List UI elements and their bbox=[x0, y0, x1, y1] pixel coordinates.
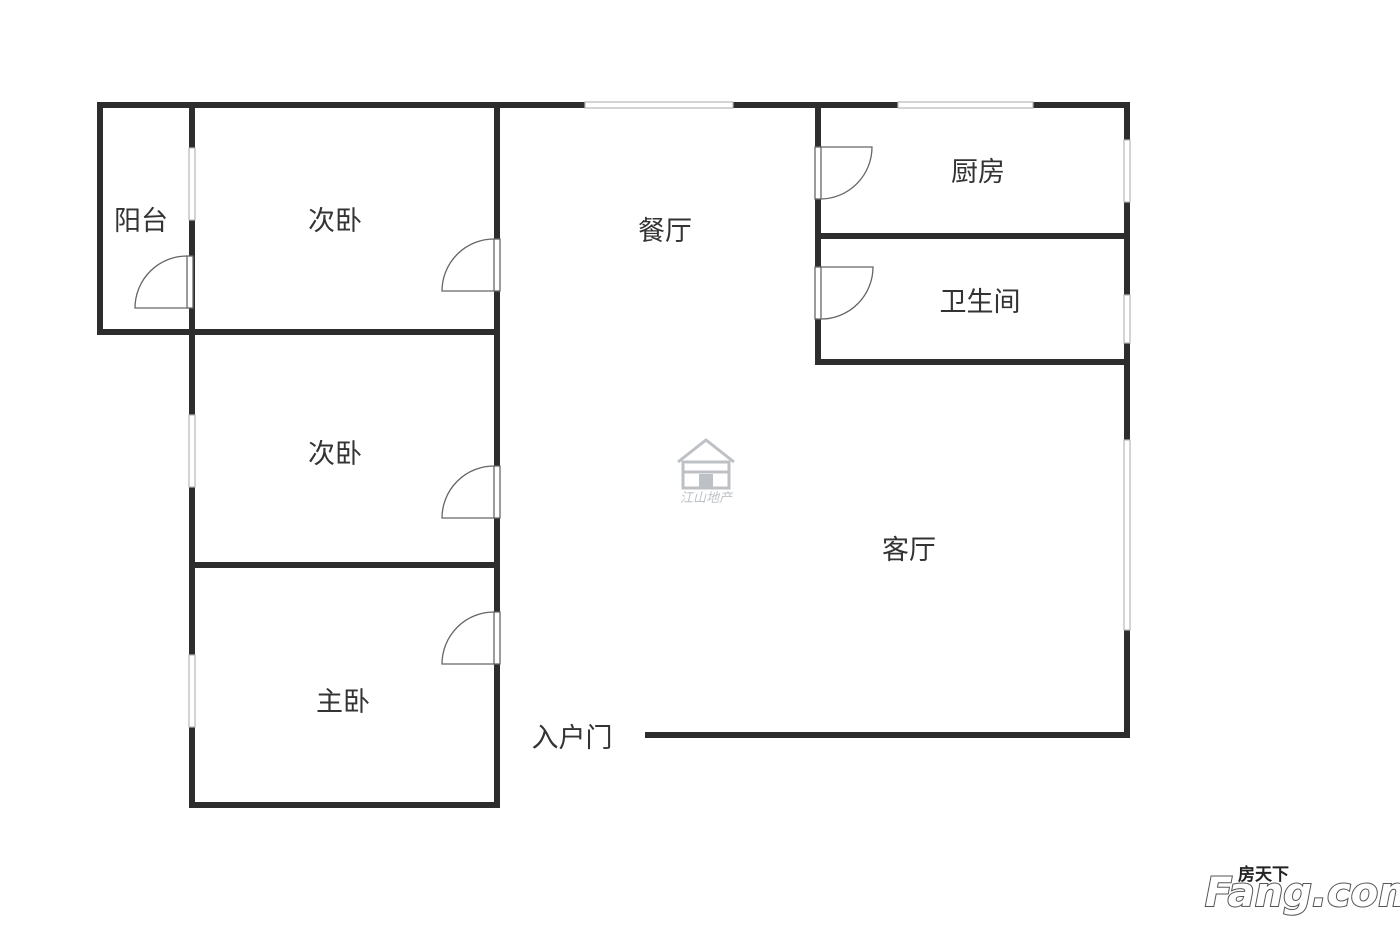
window-living-right bbox=[1123, 439, 1131, 631]
door-bedroom-top bbox=[441, 238, 501, 292]
watermark-agency-text: 江山地产 bbox=[680, 491, 734, 506]
brand-watermark: 房天下 Fang.com bbox=[1204, 864, 1400, 917]
room-label-bathroom: 卫生间 bbox=[940, 287, 1021, 318]
door-bathroom bbox=[814, 266, 874, 320]
brand-watermark-logo: Fang.com bbox=[1205, 870, 1400, 916]
door-kitchen bbox=[814, 146, 873, 200]
room-label-master-bedroom: 主卧 bbox=[316, 687, 370, 718]
windows bbox=[188, 101, 1131, 728]
door-balcony bbox=[134, 255, 194, 309]
walls bbox=[97, 102, 1130, 808]
room-label-bedroom-top: 次卧 bbox=[308, 206, 362, 237]
house-logo-icon bbox=[677, 438, 735, 490]
window-kitchen-top bbox=[897, 101, 1034, 109]
room-label-living: 客厅 bbox=[882, 535, 936, 566]
doors bbox=[134, 146, 874, 665]
window-bath-right bbox=[1123, 294, 1131, 344]
door-bedroom-middle bbox=[441, 465, 501, 519]
door-master bbox=[441, 611, 501, 665]
brand-watermark-small: 房天下 bbox=[1238, 864, 1289, 885]
room-label-balcony: 阳台 bbox=[114, 206, 168, 237]
agency-watermark: 江山地产 bbox=[677, 438, 735, 506]
room-label-bedroom-middle: 次卧 bbox=[308, 439, 362, 470]
window-bedroom2-left bbox=[188, 414, 196, 488]
room-label-kitchen: 厨房 bbox=[951, 157, 1005, 188]
balcony-wall bbox=[97, 102, 195, 335]
window-balcony-divider bbox=[188, 147, 196, 221]
window-kitchen-right bbox=[1123, 139, 1131, 203]
entrance-door-label: 入户门 bbox=[532, 723, 613, 754]
window-dining-top bbox=[584, 101, 734, 109]
window-master-left bbox=[188, 654, 196, 728]
room-label-dining: 餐厅 bbox=[638, 216, 692, 247]
